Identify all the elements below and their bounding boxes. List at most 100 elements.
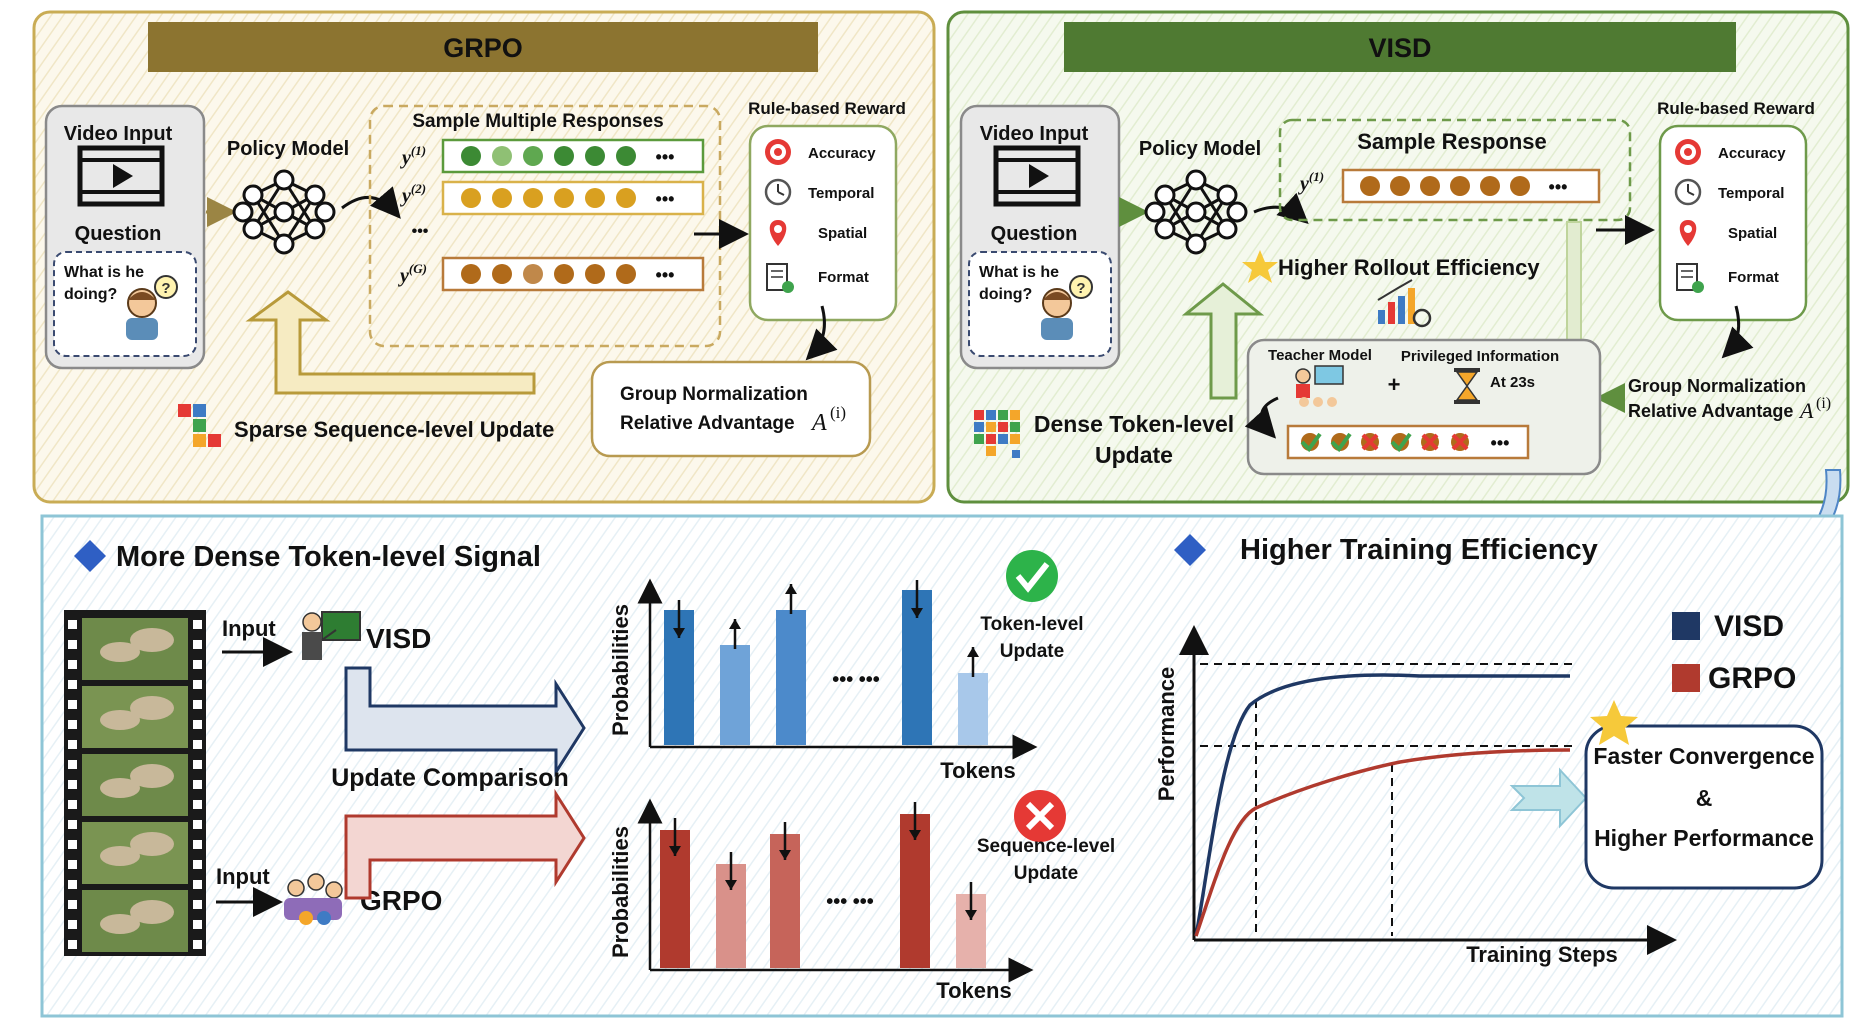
grpo-question-label: Question: [75, 223, 162, 245]
visd-adv-sup: (i): [1816, 395, 1831, 412]
seq-update-line1: Sequence-level: [977, 836, 1115, 857]
up-arrow-icon: [729, 619, 741, 649]
grpo-reward-temporal: Temporal: [808, 185, 874, 202]
down-arrow-icon: [725, 852, 737, 890]
visd-video-input-label: Video Input: [980, 123, 1089, 145]
numbered-nodes-icon: [178, 404, 221, 447]
visd-norm-line1: Group Normalization: [1628, 376, 1806, 396]
diamond-icon: [1174, 534, 1206, 566]
grpo-response-G-tokens: [461, 264, 636, 284]
bottom-chart-ylabel: Probabilities: [608, 826, 633, 958]
students-group-icon: [284, 873, 343, 925]
visd-policy-model-label: Policy Model: [1139, 138, 1261, 160]
top-chart-ylabel: Probabilities: [608, 604, 633, 736]
visd-adv-symbol: A: [1798, 398, 1814, 423]
clock-icon: [1674, 178, 1702, 206]
down-arrow-icon: [965, 882, 977, 920]
visd-panel: [946, 10, 1850, 504]
down-arrow-icon: [779, 822, 791, 860]
clock-icon: [764, 178, 792, 206]
grpo-vertical-dots: •••: [412, 223, 429, 240]
visd-plus: +: [1388, 372, 1401, 397]
grpo-video-input-label: Video Input: [64, 123, 173, 145]
grpo-feedback-arrow: [245, 290, 536, 395]
document-check-icon: [1676, 263, 1704, 293]
grpo-comparison-arrow: [344, 788, 586, 900]
grpo-reward-accuracy: Accuracy: [808, 145, 876, 162]
conv-amp: &: [1696, 785, 1713, 811]
visd-dense-line2: Update: [1095, 442, 1173, 468]
grpo-curve: [1194, 748, 1571, 937]
grpo-adv-sup: (i): [830, 403, 846, 422]
document-check-icon: [766, 263, 794, 293]
input-top-label: Input: [222, 616, 276, 641]
grpo-input-label: GRPO: [360, 885, 442, 916]
visd-at-time: At 23s: [1490, 374, 1535, 391]
person-thinking-icon: ?: [126, 275, 178, 340]
visd-dense-line1: Dense Token-level: [1034, 411, 1234, 437]
grpo-response-2-tokens: [461, 188, 636, 208]
visd-curve: [1194, 673, 1570, 937]
visd-question-label: Question: [991, 223, 1078, 245]
video-icon: [77, 145, 165, 207]
grpo-title: GRPO: [443, 33, 523, 63]
down-arrow-icon: [909, 802, 921, 840]
down-arrow-icon: [911, 580, 923, 618]
visd-reward-format: Format: [1728, 269, 1779, 286]
bottom-chart-bars: [660, 802, 986, 968]
grpo-neural-network-icon: [232, 169, 336, 255]
down-arrow-icon: [673, 600, 685, 638]
svg-text:?: ?: [161, 280, 170, 297]
perf-xlabel: Training Steps: [1466, 942, 1618, 967]
visd-norm-line2: Relative Advantage: [1628, 401, 1793, 421]
visd-reward-accuracy: Accuracy: [1718, 145, 1786, 162]
visd-arrow-teacher-policy: [1244, 396, 1279, 439]
convergence-box: [1584, 724, 1824, 890]
visd-y1-label: y(1): [1298, 169, 1324, 195]
grpo-norm-box: [590, 360, 872, 458]
visd-comparison-arrow: [344, 666, 586, 778]
left-heading: More Dense Token-level Signal: [116, 541, 541, 573]
legend-visd-label: VISD: [1714, 610, 1784, 643]
grpo-norm-line2: Relative Advantage: [620, 413, 795, 434]
check-icon: [1006, 550, 1058, 602]
token-update-line2: Update: [1000, 641, 1064, 662]
visd-bar: [720, 645, 750, 745]
visd-teacher-response-dots: •••: [1491, 433, 1510, 453]
update-comparison-label: Update Comparison: [331, 764, 569, 792]
target-icon: [1675, 139, 1701, 165]
visd-title-bar: [1064, 22, 1736, 72]
target-icon: [765, 139, 791, 165]
grpo-reward-format: Format: [818, 269, 869, 286]
visd-neural-network-icon: [1144, 169, 1248, 255]
video-filmstrip: [64, 610, 206, 956]
grpo-arrow-reward-norm: [805, 305, 838, 361]
seq-update-line2: Update: [1014, 863, 1078, 884]
visd-reward-spatial: Spatial: [1728, 225, 1777, 242]
star-icon: [1242, 250, 1278, 283]
bottom-panel: [40, 514, 1844, 1018]
visd-arrow-reward-norm: [1721, 305, 1754, 359]
star-icon: [1590, 700, 1638, 745]
teacher-presenter-icon: [302, 611, 361, 660]
visd-input-label: VISD: [366, 623, 431, 654]
legend-grpo-swatch: [1672, 664, 1700, 692]
grpo-title-bar: [148, 22, 818, 72]
down-arrow-icon: [669, 818, 681, 856]
grpo-sample-box: [368, 104, 722, 348]
convergence-arrow: [1509, 767, 1588, 829]
legend-grpo-label: GRPO: [1708, 662, 1796, 695]
visd-bar: [958, 673, 988, 745]
up-arrow-icon: [785, 584, 797, 614]
visd-question-text-1: What is he: [979, 264, 1059, 281]
grpo-response-1-tokens: [461, 146, 636, 166]
location-pin-icon: [1679, 220, 1697, 246]
grpo-response-1-dots: •••: [656, 147, 675, 167]
cross-icon: [1014, 790, 1066, 842]
visd-teacher-label: Teacher Model: [1268, 347, 1372, 364]
visd-response-1: [1341, 168, 1601, 204]
visd-rollout-label: Higher Rollout Efficiency: [1278, 255, 1540, 280]
visd-question-text-2: doing?: [979, 286, 1032, 303]
grpo-response-2-dots: •••: [656, 189, 675, 209]
